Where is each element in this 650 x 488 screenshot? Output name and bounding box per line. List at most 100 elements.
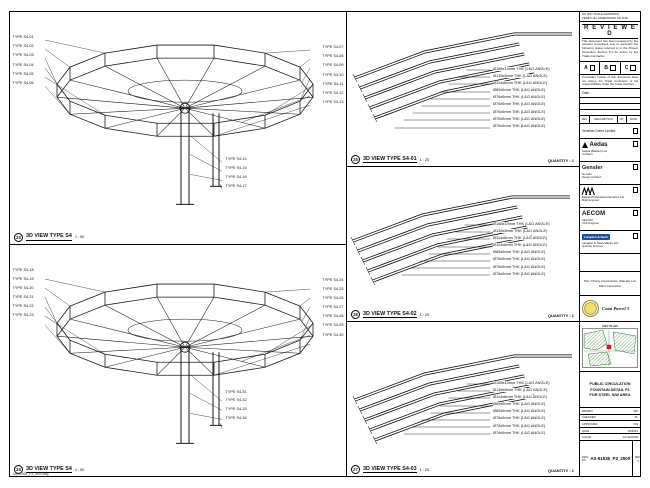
meta-row: DATE 05/2013	[580, 428, 640, 435]
detail-bubble: 26	[351, 310, 360, 319]
consultant-role: Quantity Surveyor	[582, 245, 604, 249]
rev-cell: REV 3	[632, 441, 640, 476]
leader-lines	[403, 383, 491, 435]
tube-size-label: Ø114x6mm THK (L&G ANGLE)	[493, 243, 576, 248]
quantity-label: QUANTITY : 1	[547, 313, 574, 318]
tube-assembly-drawing	[349, 195, 572, 287]
panel-3d-view-type-s4-03: Ø168x10mm THK (L&G ANGLE)Ø139x8mm THK (L…	[347, 322, 579, 476]
tube-size-label: Ø114x6mm THK (L&G ANGLE)	[493, 81, 576, 86]
dwg-no-value: AS-51536_P3_2500	[590, 456, 631, 461]
tube-callouts: Ø168x10mm THK (L&G ANGLE)Ø139x8mm THK (L…	[493, 381, 576, 435]
view-caption: 24 3D VIEW TYPE S4 1 : 50	[14, 465, 85, 474]
file-path-note: AS-51536_P3_2500.dwg	[13, 471, 49, 476]
tube-size-label: Ø139x8mm THK (L&G ANGLE)	[493, 229, 576, 233]
title-block: DO NOT SCALE DRAWINGS. VERIFY ALL DIMENS…	[580, 12, 640, 476]
date-label: Date :	[582, 90, 592, 95]
member-type-label: TYPE S4-11	[322, 81, 344, 87]
tube-size-label: Ø89x5mm THK (L&G ANGLE)	[493, 88, 576, 93]
langdon-seah-logo: Langdon & Seah	[582, 234, 610, 240]
key-plan-map	[582, 328, 638, 368]
member-type-label: TYPE S4-03	[12, 53, 35, 59]
member-type-label: TYPE S4-24	[321, 277, 344, 283]
view-title: 3D VIEW TYPE S4-02	[363, 310, 417, 319]
member-type-label: TYPE S4-19	[12, 276, 35, 282]
meta-value: WK	[633, 408, 638, 413]
revision-row-empty	[580, 98, 640, 104]
aedas-triangle-icon	[582, 142, 588, 148]
description-col: DESCRIPTION	[590, 116, 618, 123]
view-scale: 1 : 25	[419, 467, 430, 472]
meta-value: 05/2013	[627, 428, 638, 433]
tube-size-label: Ø114x6mm THK (L&G ANGLE)	[493, 236, 576, 241]
view-caption: 26 3D VIEW TYPE S4-02 1 : 25	[351, 310, 430, 319]
leader-lines	[401, 224, 491, 276]
drawing-number-row: DWG NO. AS-51536_P3_2500 REV 3	[580, 441, 640, 476]
review-option-a: A	[580, 62, 601, 74]
consultant-role: Design Architect	[582, 176, 602, 180]
drawing-title-line: FOUNTAIN DETAIL P1	[590, 387, 630, 392]
view-caption: 27 3D VIEW TYPE S4-03 1 : 25	[351, 465, 430, 474]
review-option-c: C	[621, 62, 640, 74]
date-col: DATE	[630, 118, 637, 121]
member-type-label: TYPE S4-28	[321, 314, 344, 320]
member-type-label: TYPE S4-30	[321, 332, 344, 338]
member-type-label: TYPE S4-02	[12, 44, 35, 49]
project-seal-text: Cotai Parcel 3	[602, 306, 630, 311]
tube-size-label: Ø76x5mm THK (L&G ANGLE)	[493, 109, 576, 114]
review-disclaimer: Consultant review of this document does …	[580, 75, 640, 89]
client-name: Venetian Orient Limited	[582, 129, 616, 133]
member-type-label: TYPE S4-05	[12, 71, 35, 77]
consultant-gensler: Gensler Gensler Design Architect	[580, 162, 640, 185]
current-location-marker	[606, 344, 612, 350]
canopy-3d-drawing	[44, 278, 314, 444]
detail-bubble: 23	[14, 232, 23, 242]
member-type-label: TYPE S4-31	[225, 389, 248, 395]
consultant-role: Architect	[582, 153, 593, 157]
dwg-no-label: DWG NO.	[582, 455, 589, 462]
meta-value: KW	[633, 421, 638, 426]
member-type-label: TYPE S4-23	[12, 313, 35, 319]
panel-3d-view-type-s4-01: Ø168x10mm THK (L&G ANGLE)Ø139x8mm THK (L…	[347, 12, 579, 167]
member-type-label: TYPE S4-14	[225, 157, 248, 162]
revision-row-empty	[580, 104, 640, 110]
view-title: 3D VIEW TYPE S4	[26, 233, 72, 241]
consultant-role: C&S Engineer	[582, 222, 600, 226]
review-status-options: A B C	[580, 62, 640, 75]
consultant-name: Aedas (Macau) Ltd.	[582, 149, 608, 153]
tube-assembly-drawing	[351, 354, 574, 446]
sheet-notes: DO NOT SCALE DRAWINGS. VERIFY ALL DIMENS…	[580, 12, 640, 22]
member-type-label: TYPE S4-06	[12, 80, 35, 86]
detail-bubble: 25	[351, 155, 360, 164]
view-caption: 25 3D VIEW TYPE S4-01 1 : 25	[351, 155, 430, 164]
tube-size-label: Ø76x5mm THK (L&G ANGLE)	[493, 123, 576, 128]
drawing-title-line: PUBLIC CIRCULATION	[589, 382, 631, 386]
meinhardt-mountains-icon	[582, 187, 595, 195]
review-stamp-title: R E V I E W E D	[582, 23, 638, 39]
consultant-langdon-seah: Langdon & Seah Langdon & Seah Macau Ltd.…	[580, 231, 640, 254]
member-type-label: TYPE S4-34	[225, 416, 248, 422]
mid-view-column: Ø168x10mm THK (L&G ANGLE)Ø139x8mm THK (L…	[347, 12, 580, 476]
option-b-checkbox	[610, 65, 616, 71]
tube-size-label: Ø76x5mm THK (L&G ANGLE)	[493, 95, 576, 100]
member-type-label: TYPE S4-17	[225, 183, 248, 189]
client-stamp-box	[632, 128, 638, 134]
sheet-note-line: VERIFY ALL DIMENSIONS ON SITE.	[582, 15, 629, 20]
consultant-stamp-box	[632, 141, 638, 147]
consultant-name: Gensler	[582, 172, 593, 176]
consultant-name: Langdon & Seah Macau Ltd.	[582, 241, 619, 245]
member-type-label: TYPE S4-20	[12, 285, 35, 291]
drawing-meta-table: DRAWN WK CHECKED SL APPROVED KW DAT	[580, 408, 640, 441]
contractor-row: Hsin Chong Construction (Macau) Ltd. Mai…	[580, 272, 640, 296]
member-type-label: TYPE S4-16	[225, 174, 248, 180]
review-option-b: B	[600, 62, 621, 74]
member-type-label: TYPE S4-12	[321, 90, 344, 96]
tube-assembly-drawing	[351, 32, 574, 129]
key-plan-label: KEY PLAN	[602, 323, 618, 328]
consultant-aedas: Aedas Aedas (Macau) Ltd. Architect	[580, 139, 640, 162]
meta-label: SCALE	[582, 435, 592, 440]
